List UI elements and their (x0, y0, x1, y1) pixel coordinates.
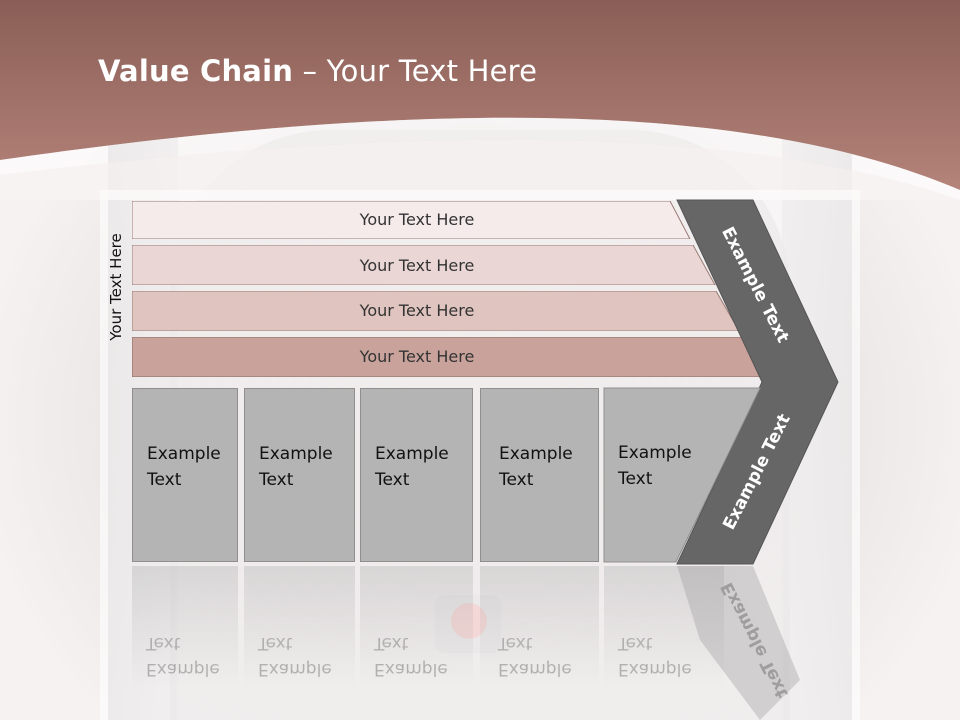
value-bar-1[interactable]: Your Text Here (132, 201, 692, 239)
chevron-arrow-shape (676, 199, 839, 565)
value-bar-1-shape (132, 201, 691, 239)
activity-box-5[interactable]: Example Text (604, 388, 724, 562)
activity-box-2[interactable]: Example Text (244, 388, 355, 562)
box-3-reflection-text: Example Text (374, 633, 448, 679)
activity-box-3[interactable]: Example Text (360, 388, 473, 562)
value-bar-4-label: Your Text Here (359, 347, 475, 366)
value-bar-3-shape (132, 291, 740, 331)
chevron-reflection (677, 566, 800, 720)
box-2-reflection: Example Text (244, 566, 355, 686)
header-band (0, 0, 960, 200)
value-bar-4[interactable]: Your Text Here (132, 337, 766, 377)
box-1-reflection-text: Example Text (146, 633, 220, 679)
title-rest: – Your Text Here (293, 54, 538, 88)
box-5-shape (603, 387, 761, 563)
box-4-reflection: Example Text (480, 566, 599, 686)
value-bar-2-shape (132, 245, 716, 285)
title-bold: Value Chain (98, 54, 294, 88)
activity-box-1[interactable]: Example Text (132, 388, 238, 562)
activity-box-4-label: Example Text (499, 444, 573, 490)
box-3-reflection: Example Text (360, 566, 473, 686)
box-5-reflection-text: Example Text (618, 633, 692, 679)
activity-box-4[interactable]: Example Text (480, 388, 599, 562)
activity-box-5-label: Example Text (618, 443, 692, 489)
value-bar-2[interactable]: Your Text Here (132, 245, 717, 285)
activity-box-1-label: Example Text (147, 444, 221, 490)
activity-box-2-label: Example Text (259, 444, 333, 490)
box-2-reflection-text: Example Text (258, 633, 332, 679)
value-bar-4-shape (132, 337, 764, 377)
value-bar-2-label: Your Text Here (359, 256, 475, 275)
value-bar-3[interactable]: Your Text Here (132, 291, 742, 331)
slide-title: Value Chain – Your Text Here (98, 54, 537, 88)
box-4-reflection-text: Example Text (498, 633, 572, 679)
value-bar-1-label: Your Text Here (359, 210, 475, 229)
box-1-reflection: Example Text (132, 566, 238, 686)
box-5-reflection: Example Text (604, 566, 724, 686)
activity-box-3-label: Example Text (375, 444, 449, 490)
value-bar-3-label: Your Text Here (359, 301, 475, 320)
